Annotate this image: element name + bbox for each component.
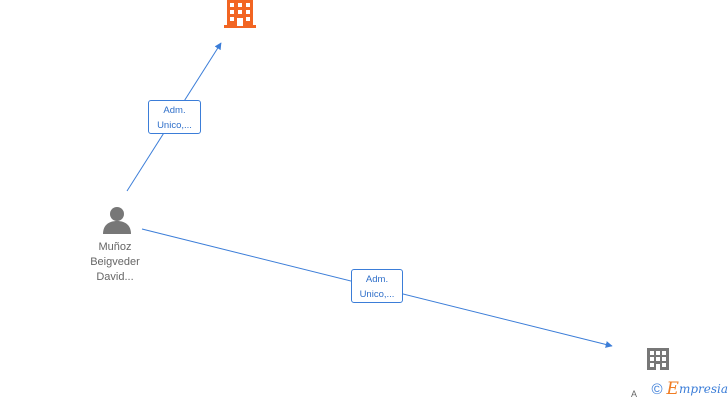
empresia-watermark: © E mpresia bbox=[651, 379, 728, 399]
person-name-line: Muñoz bbox=[98, 241, 132, 253]
person-name-label[interactable]: Muñoz Beigveder David... bbox=[75, 240, 155, 285]
brand-name: mpresia bbox=[678, 382, 728, 396]
edge-label-line: Adm. bbox=[365, 274, 389, 285]
edge-label-line: Unico,... bbox=[359, 289, 395, 300]
person-name-line: Beigveder bbox=[90, 256, 140, 268]
secondary-company-label[interactable]: A bbox=[631, 389, 638, 399]
edge-label-main-company[interactable]: Adm. Unico,... bbox=[148, 100, 201, 134]
edge-label-line: Unico,... bbox=[157, 120, 192, 131]
brand-initial: E bbox=[666, 378, 679, 399]
edge-label-secondary-company[interactable]: Adm. Unico,... bbox=[351, 269, 403, 303]
building-icon[interactable] bbox=[224, 0, 256, 28]
building-icon[interactable] bbox=[647, 348, 669, 370]
person-name-line: David... bbox=[96, 271, 134, 283]
person-icon[interactable] bbox=[103, 207, 131, 234]
edge-label-line: Adm. bbox=[163, 105, 186, 116]
copyright-icon: © bbox=[651, 380, 663, 398]
